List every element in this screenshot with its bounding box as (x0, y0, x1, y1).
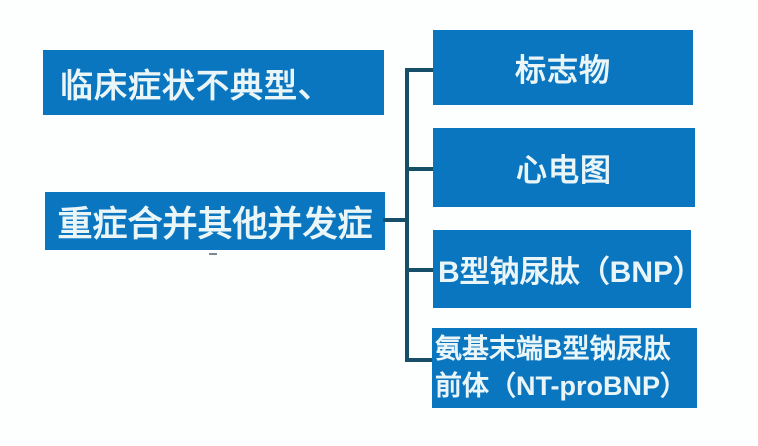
node-biomarker: 标志物 (433, 30, 693, 105)
branch-line-biomarker (405, 68, 433, 72)
node-nt-probnp: 氨基末端B型钠尿肽 前体（NT-proBNP） (432, 328, 697, 408)
node-ecg: 心电图 (433, 128, 695, 207)
branch-line-ecg (405, 167, 433, 171)
branch-line-nt-probnp (405, 358, 433, 362)
node-severe-with-other-complications: 重症合并其他并发症 (45, 192, 385, 250)
bracket-vertical-line (405, 68, 409, 362)
branch-line-bnp (405, 268, 433, 272)
node-clinical-symptoms-atypical: 临床症状不典型、 (43, 50, 384, 115)
stray-mark (209, 253, 217, 255)
connector-main-horizontal (383, 218, 409, 222)
node-bnp: B型钠尿肽（BNP） (433, 230, 703, 308)
